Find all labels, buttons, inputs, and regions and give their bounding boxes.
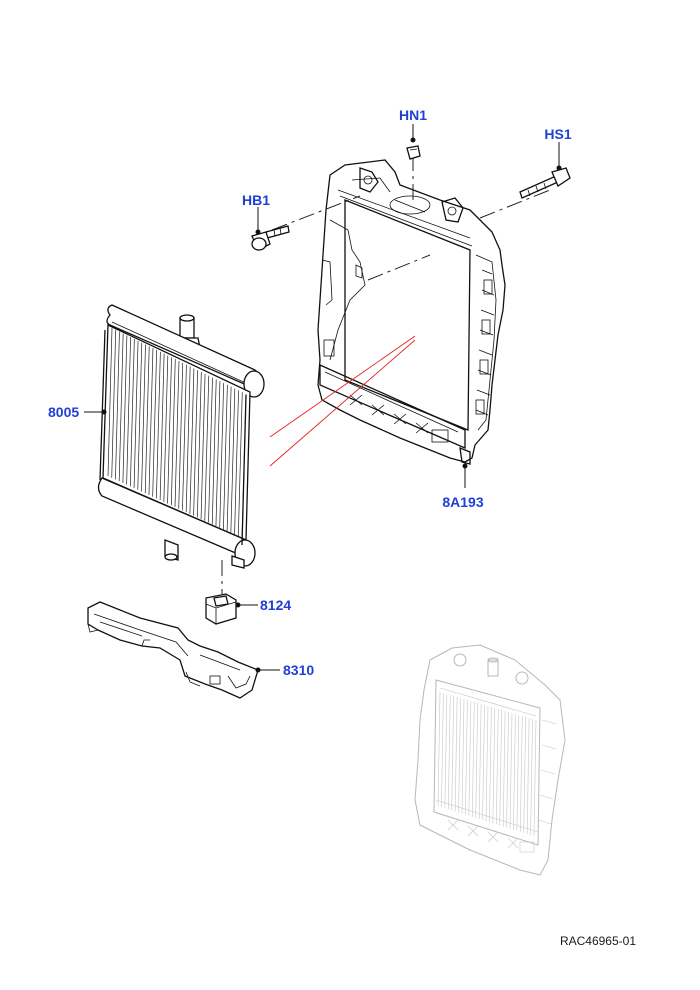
radiator-fin [196,371,202,518]
radiator-fin [144,346,150,494]
callout-8124: 8124 [260,597,291,613]
ghost-fin [478,703,482,819]
radiator-core [97,304,265,569]
radiator-fin [137,342,143,490]
radiator-fin [141,344,146,492]
radiator-frame [317,159,506,465]
bolt-hs1 [519,167,571,199]
ghost-fin [461,698,465,814]
ghost-fin [492,707,496,824]
radiator-fin [115,331,120,480]
radiator-fin [148,348,154,495]
bolt-hb1 [251,225,290,251]
radiator-fin [223,384,228,530]
radiator-fin [208,377,213,523]
radiator-fin [118,333,124,482]
assembly-centerlines [221,155,551,600]
nut-hn1 [406,145,421,160]
ghost-fin [506,711,509,828]
illustration-reference-code: RAC46965-01 [560,934,636,948]
ghost-fin [516,714,520,831]
callout-8005: 8005 [48,404,79,420]
radiator-fin [200,373,206,520]
ghost-fin [519,715,523,832]
radiator-fin [219,382,225,528]
radiator-fin [215,381,221,526]
radiator-fin [185,366,191,513]
ghost-fin [502,710,506,827]
callout-8310: 8310 [283,662,314,678]
ghost-fin [437,691,441,807]
radiator-fin [170,359,176,506]
radiator-fin [111,329,117,478]
radiator-fin [234,390,239,535]
ghost-fin [489,706,492,823]
radiator-fin [189,368,195,514]
ghost-fin [451,695,455,811]
radiator-fin [226,386,232,532]
ghost-fin [499,709,503,826]
ghost-fin [454,696,458,812]
ghost-fin [441,692,444,808]
callout-hs1: HS1 [544,126,571,142]
radiator-fin [237,392,243,537]
radiator-fin [163,355,169,502]
ghost-fin [471,701,475,817]
ghost-fin [513,713,516,830]
callout-8a193: 8A193 [442,494,483,510]
radiator-fin [159,353,165,501]
ghost-fin [465,699,468,815]
radiator-fin [156,351,161,499]
radiator-fin [204,375,210,521]
radiator-fin [167,357,172,504]
radiator-fin [178,362,184,509]
ghost-fin [495,708,499,825]
ghost-fin [475,702,479,818]
ghost-fin [444,693,448,809]
ghost-fin [530,718,533,835]
radiator-fin [133,340,139,489]
ghost-fin [523,716,527,833]
radiator-fin [122,335,128,483]
radiator-fin [152,349,158,497]
assembly-location-view [414,644,566,876]
radiator-fin [107,327,113,477]
radiator-fin [126,337,131,485]
ghost-fin [468,700,472,816]
ghost-fin [447,694,451,810]
lower-deflector [87,601,259,699]
ghost-fin [482,704,485,820]
ghost-fin [458,697,461,813]
position-reference-lines [269,335,416,467]
ghost-fin [485,705,489,822]
ghost-fin [509,712,513,829]
radiator-fin [211,379,217,525]
callout-leaders [84,124,562,673]
radiator-fin [129,338,135,487]
ghost-fin [526,717,530,834]
radiator-fin [193,370,198,516]
radiator-fin [230,388,236,533]
ghost-fin [533,719,537,837]
callout-hn1: HN1 [399,107,427,123]
mounting-bush [205,593,237,625]
radiator-fin [182,364,187,511]
callout-hb1: HB1 [242,192,270,208]
radiator-fin [174,360,180,508]
